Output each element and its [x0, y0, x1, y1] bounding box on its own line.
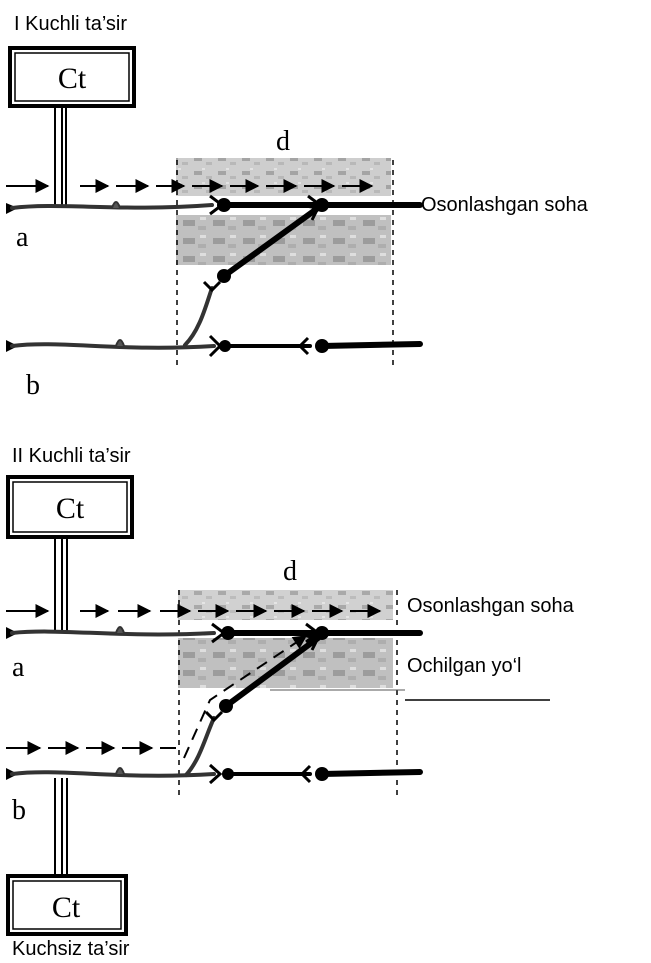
neuron-a-2	[6, 622, 423, 644]
panel-1-title: I Kuchli ta’sir	[14, 13, 127, 35]
interneuron-1	[183, 204, 321, 347]
electrode-2-bottom	[54, 778, 68, 878]
stimulator-box-2-top: Ct	[6, 475, 134, 539]
neuron-a-1	[6, 194, 423, 216]
panel-2: II Kuchli ta’sir Ct d O	[6, 445, 575, 960]
zone-1-d-label: d	[276, 126, 290, 157]
facilitated-zone-2-top	[178, 590, 393, 620]
neuron-a-label-1: a	[16, 222, 29, 253]
stimulator-1-label: Ct	[58, 62, 87, 95]
stimulator-box-2-bottom: Ct	[6, 874, 128, 936]
weak-stimulus-label: Kuchsiz ta’sir	[12, 938, 130, 960]
neuron-b-label-2: b	[12, 795, 26, 826]
opened-path-label: Ochilgan yo‘l	[407, 655, 522, 677]
zone-2-d-label: d	[283, 556, 297, 587]
stimulator-2-top-label: Ct	[56, 492, 85, 525]
electrode-1	[54, 106, 67, 205]
facilitated-zone-1-top	[176, 158, 391, 196]
neuron-b-1	[6, 334, 423, 358]
interneuron-2	[183, 634, 321, 777]
panel-2-title: II Kuchli ta’sir	[12, 445, 131, 467]
electrode-2-top	[54, 537, 68, 632]
neuron-b-2	[6, 763, 423, 785]
facilitated-zone-1-mid	[176, 215, 391, 265]
neuron-b-label-1: b	[26, 370, 40, 401]
facilitated-label-2: Osonlashgan soha	[407, 595, 575, 617]
stimulator-2-bottom-label: Ct	[52, 891, 81, 924]
neuron-a-label-2: a	[12, 652, 25, 683]
panel-1: I Kuchli ta’sir Ct d	[6, 13, 589, 401]
stimulator-box-1: Ct	[8, 46, 136, 108]
facilitated-label-1: Osonlashgan soha	[421, 194, 589, 216]
